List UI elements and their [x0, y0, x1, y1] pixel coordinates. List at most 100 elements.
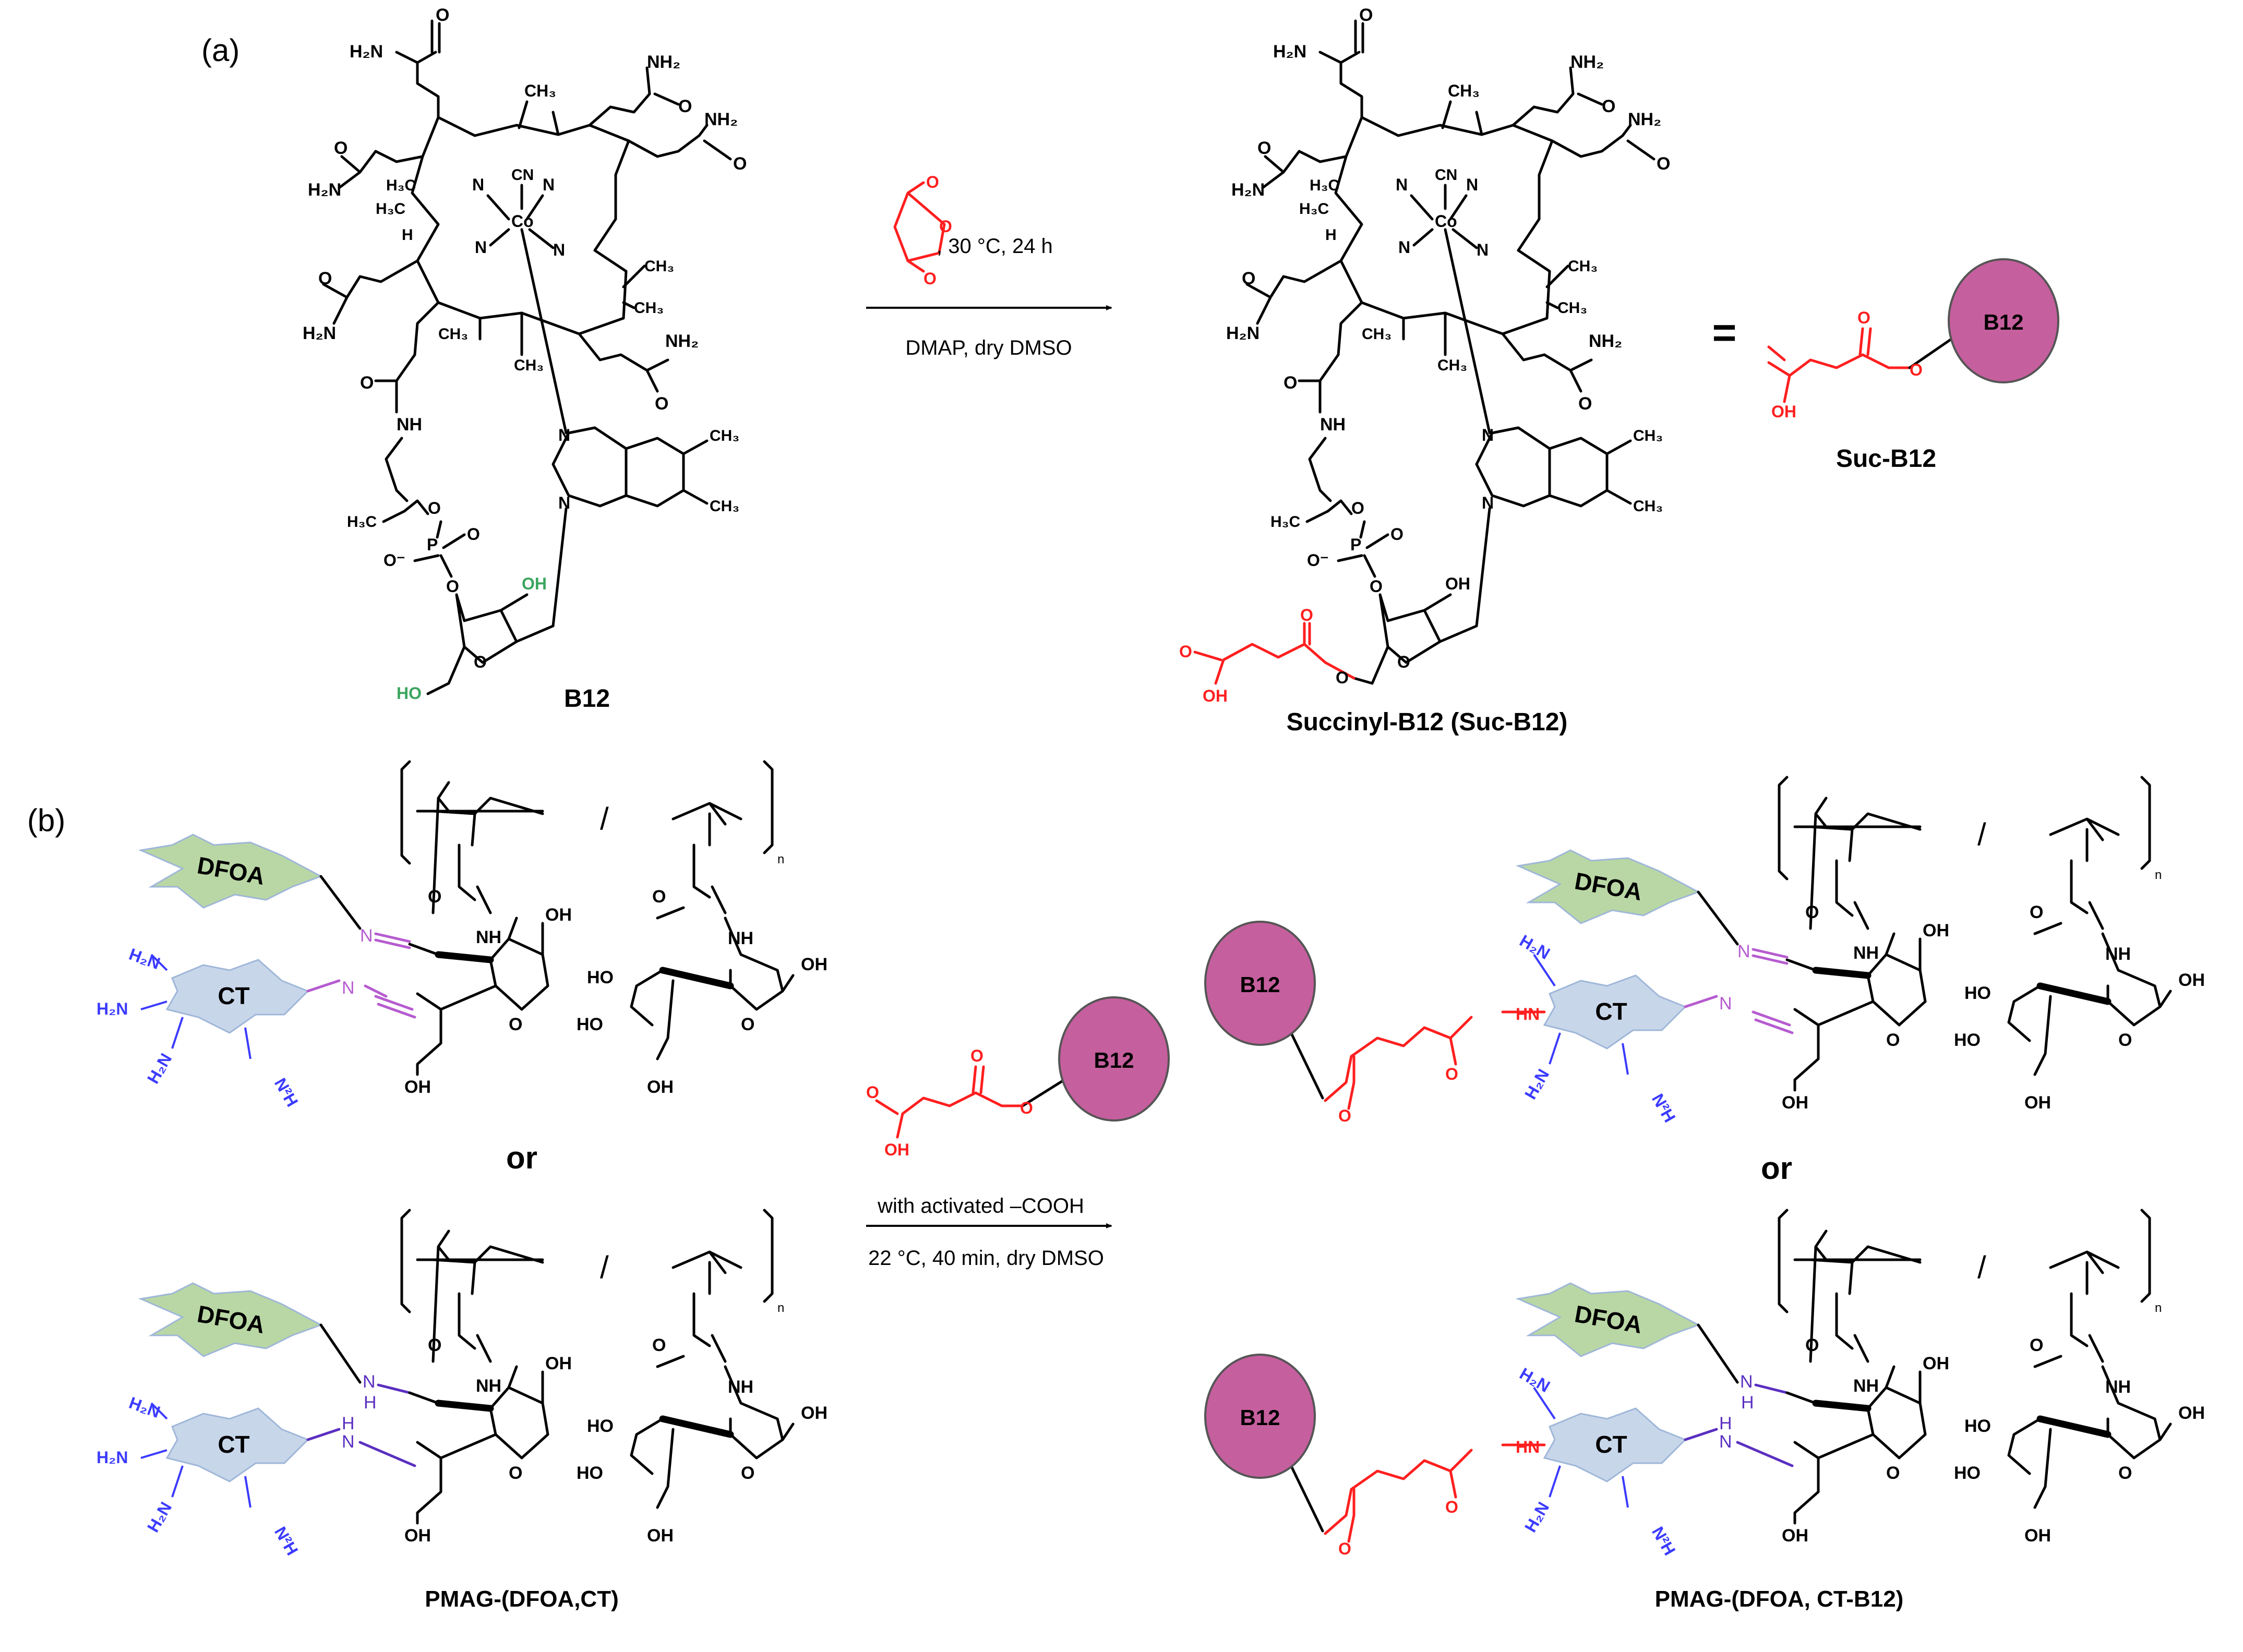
atom-h3c: H₃C [1270, 513, 1300, 530]
atom-o: O [1857, 308, 1870, 327]
atom-h2n: H₂N [1226, 323, 1260, 343]
repeat-n: n [2155, 1301, 2162, 1315]
slash: / [600, 801, 609, 836]
atom-o: O [467, 525, 480, 544]
atom-o: O [1020, 1099, 1033, 1117]
atom-n: N [1477, 240, 1489, 259]
amine-h2n: H₂N [1521, 1499, 1553, 1535]
atom-o: O [1390, 525, 1404, 544]
ct-shape [1543, 974, 1687, 1050]
atom-nh: NH [397, 415, 422, 435]
panel-label-b: (b) [27, 803, 65, 838]
atom-o: O [1445, 1065, 1458, 1083]
dfoa-shape [1515, 1282, 1700, 1357]
amine-n2h: N²H [1648, 1524, 1680, 1559]
ct-label: CT [1595, 998, 1627, 1025]
amine-n: N [1740, 1372, 1753, 1392]
atom-o: O [428, 1335, 441, 1355]
atom-o: O [866, 1083, 879, 1102]
atom-oh: OH [522, 574, 547, 593]
atom-oh: OH [1782, 1526, 1808, 1546]
atom-nh2: NH₂ [647, 52, 680, 72]
amine-h2n: H₂N [127, 1393, 163, 1421]
b12-badge-label: B12 [1240, 972, 1280, 997]
atom-o: O [1886, 1030, 1900, 1050]
atom-o: O [1445, 1498, 1458, 1516]
atom-ch3: CH₃ [1448, 81, 1480, 100]
repeat-n: n [777, 852, 784, 866]
panel-label-a: (a) [201, 33, 239, 68]
atom-o: O [2118, 1463, 2132, 1483]
atom-o: O [360, 373, 374, 393]
atom-n: N [558, 493, 570, 512]
atom-oh: OH [1923, 1354, 1949, 1373]
atom-o: O [655, 394, 668, 414]
amine-h2n: H₂N [143, 1499, 175, 1535]
b12-badge [1204, 1354, 1316, 1479]
atom-o: O [446, 577, 459, 596]
amine-n2h: N²H [271, 1524, 302, 1559]
atom-h3c: H₃C [386, 177, 416, 194]
atom-n: N [558, 426, 570, 444]
atom-n: N [543, 175, 555, 194]
b12-structure: H₂N O CH₃ NH₂ O NH₂ O O H₂N H₃C H₃C H N … [303, 5, 747, 703]
equals-sign: = [1712, 309, 1737, 356]
atom-oh: OH [1771, 402, 1796, 421]
atom-o-minus: O⁻ [383, 551, 405, 570]
ct-label: CT [1595, 1431, 1627, 1458]
repeat-n: n [777, 1301, 784, 1315]
atom-o: O [1370, 577, 1383, 596]
ct-shape [165, 1407, 309, 1482]
atom-h2n: H₂N [1273, 42, 1306, 62]
suc-b12-structure: H₂N O CH₃ NH₂ O NH₂ O O H₂N H₃C H₃C H N … [1179, 5, 1670, 705]
atom-h2n: H₂N [350, 42, 383, 62]
atom-o: O [1336, 668, 1349, 687]
atom-o: O [509, 1463, 522, 1483]
atom-oh: OH [801, 1403, 827, 1423]
atom-oh: OH [545, 1354, 572, 1373]
atom-ch3: CH₃ [710, 498, 739, 515]
atom-o: O [2030, 1335, 2043, 1355]
atom-o: O [741, 1015, 754, 1034]
atom-o: O [1359, 5, 1373, 25]
atom-ho: HO [587, 1416, 614, 1436]
atom-oh: OH [647, 1077, 674, 1097]
polymer-amine-product: DFOA CT H₂N H₂N N²H N H NH OH O H N OH O… [1204, 1209, 2205, 1559]
atom-oh: OH [801, 955, 827, 974]
atom-o: O [923, 269, 937, 288]
pmag-product-label: PMAG-(DFOA, CT-B12) [1655, 1586, 1904, 1612]
atom-ho: HO [577, 1015, 603, 1034]
atom-ch3: CH₃ [1437, 357, 1467, 374]
atom-oh: OH [2024, 1526, 2051, 1546]
conditions-a-bottom: DMAP, dry DMSO [905, 336, 1072, 359]
atom-nh: NH [1853, 943, 1879, 963]
atom-o: O [436, 5, 449, 25]
pmag-start-label: PMAG-(DFOA,CT) [425, 1586, 619, 1612]
atom-h: H [402, 226, 413, 244]
atom-p: P [1350, 535, 1361, 554]
atom-ch3: CH₃ [644, 258, 674, 275]
amine-h2n: H₂N [127, 945, 163, 973]
b12-badge [1058, 996, 1170, 1122]
atom-ch3: CH₃ [1568, 258, 1598, 275]
atom-nh: NH [728, 929, 753, 948]
atom-nh: NH [1320, 415, 1346, 435]
slash: / [1977, 817, 1986, 852]
atom-o: O [1242, 269, 1255, 288]
atom-nh: NH [2105, 1377, 2131, 1397]
atom-ho: HO [587, 968, 614, 987]
amine-h2n: H₂N [143, 1050, 175, 1087]
polymer-imine-start: DFOA CT H₂N H₂N H₂N N²H N NH OH O N OH O… [97, 760, 827, 1110]
atom-o: O [334, 138, 347, 158]
atom-nh2: NH₂ [704, 110, 738, 129]
b12-badge [1948, 258, 2059, 383]
atom-o: O [652, 1335, 666, 1355]
atom-oh: OH [2024, 1093, 2051, 1113]
conditions-b-top: with activated –COOH [877, 1195, 1084, 1217]
reagent-succinic-anhydride: O O O [893, 173, 952, 288]
slash: / [1977, 1250, 1986, 1285]
suc-b12-short-label: Suc-B12 [1836, 445, 1936, 473]
reagent-suc-b12: O O O OH B12 [866, 996, 1170, 1159]
amine-h2n: H₂N [1521, 1066, 1553, 1102]
suc-b12-simplified: O O OH B12 [1767, 258, 2059, 421]
